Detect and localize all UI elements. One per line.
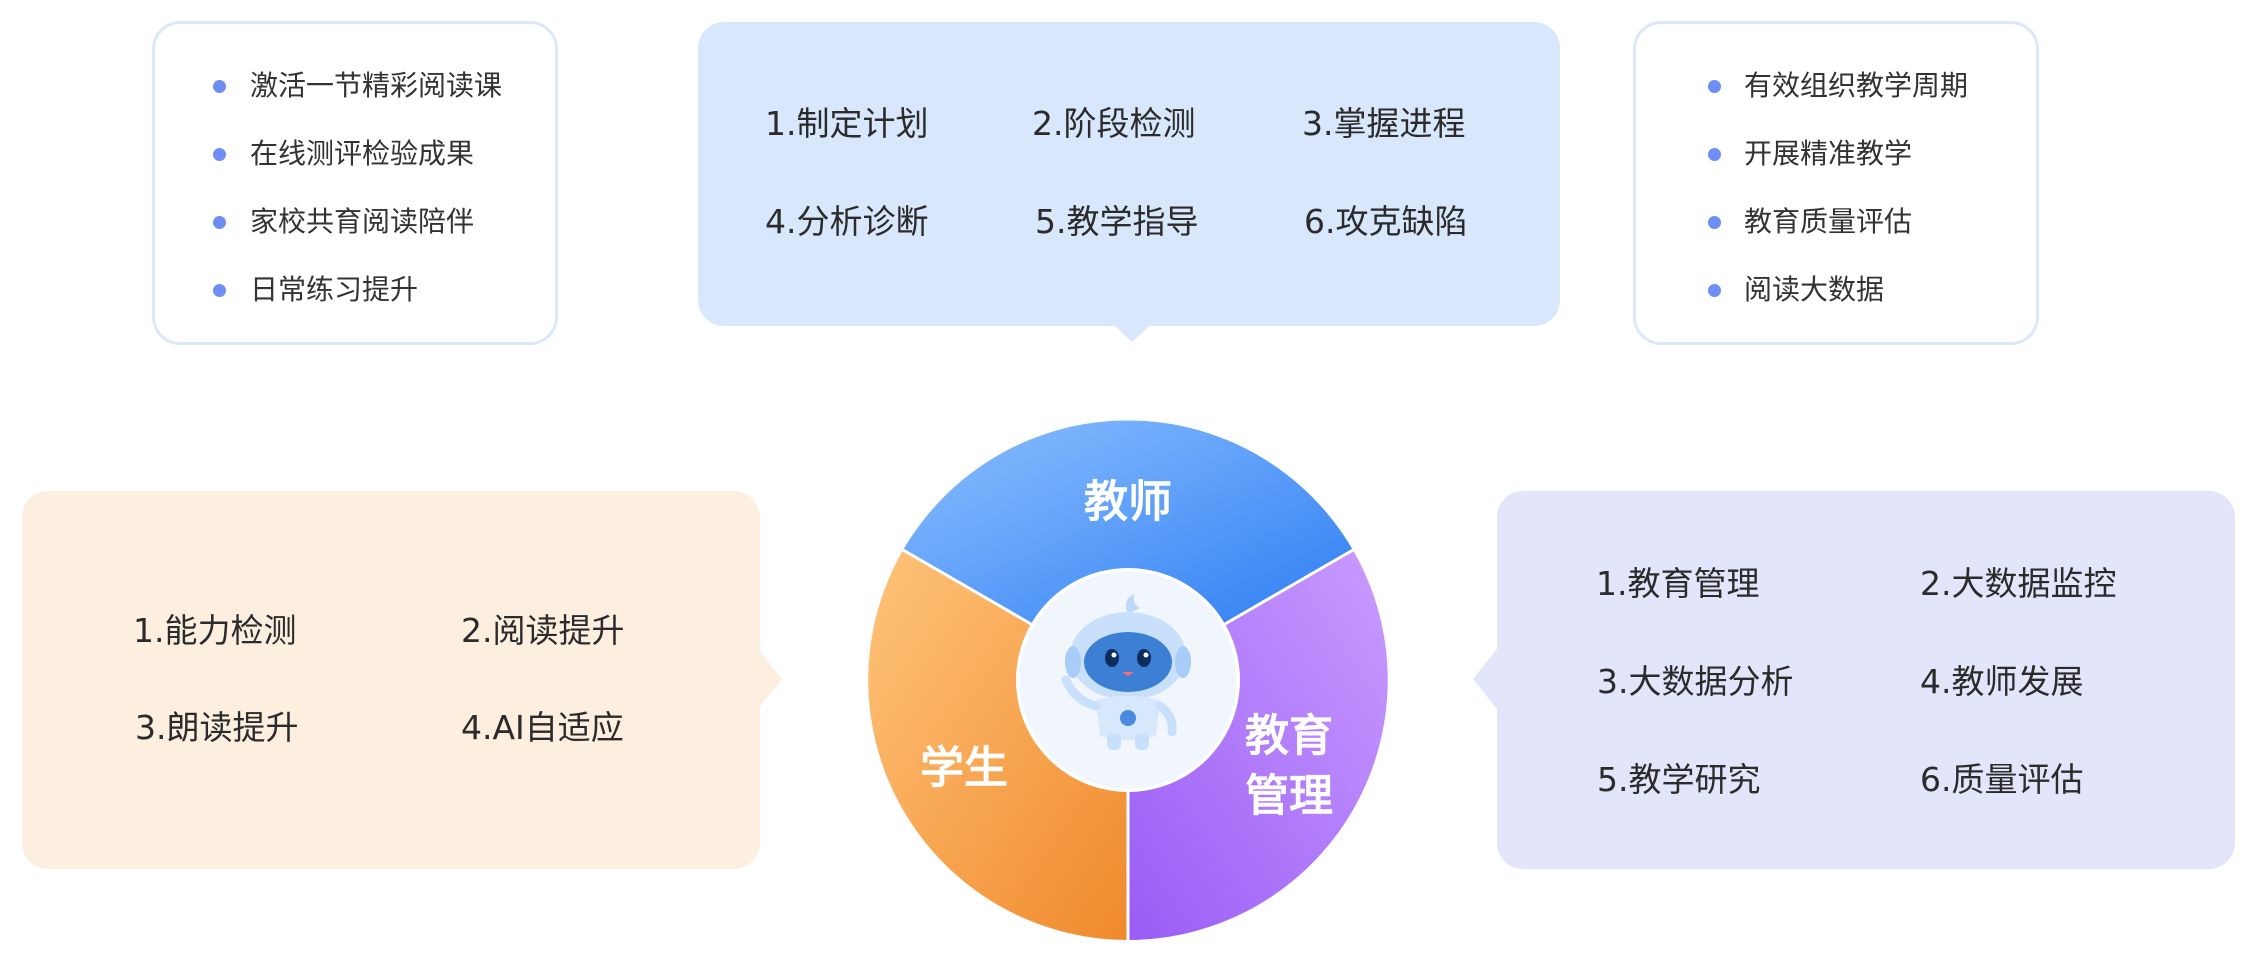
management-segment	[1128, 550, 1388, 940]
list-item: 在线测评检验成果	[155, 136, 555, 204]
list-item: 激活一节精彩阅读课	[155, 68, 555, 136]
management-callout: 1.教育管理 2.大数据监控 3.大数据分析 4.教师发展 5.教学研究 6.质…	[1473, 491, 2235, 869]
management-item: 6.质量评估	[1920, 760, 2084, 799]
management-item: 2.大数据监控	[1920, 564, 2117, 603]
management-item: 1.教育管理	[1596, 564, 1760, 603]
bullet-dot-icon	[213, 80, 226, 93]
student-features-card: 激活一节精彩阅读课 在线测评检验成果 家校共育阅读陪伴 日常练习提升	[152, 21, 558, 345]
student-segment	[868, 550, 1128, 940]
teacher-item: 3.掌握进程	[1302, 104, 1466, 143]
teacher-segment	[903, 420, 1353, 624]
callout-pointer	[758, 649, 782, 709]
management-label-line1: 教育	[1245, 711, 1333, 762]
teacher-label: 教师	[1084, 477, 1172, 528]
segment-dividers	[902, 548, 1354, 940]
robot-mascot-icon	[1061, 594, 1191, 750]
management-features-card: 有效组织教学周期 开展精准教学 教育质量评估 阅读大数据	[1633, 21, 2039, 345]
student-item: 4.AI自适应	[461, 708, 624, 747]
bullet-dot-icon	[213, 148, 226, 161]
list-item: 家校共育阅读陪伴	[155, 204, 555, 272]
list-item: 阅读大数据	[1636, 272, 2036, 340]
list-item: 日常练习提升	[155, 272, 555, 340]
list-item-label: 家校共育阅读陪伴	[250, 205, 475, 238]
list-item-label: 日常练习提升	[250, 273, 419, 306]
student-item: 3.朗读提升	[135, 708, 299, 747]
bullet-dot-icon	[213, 216, 226, 229]
list-item-label: 教育质量评估	[1744, 205, 1913, 238]
student-features-list: 激活一节精彩阅读课 在线测评检验成果 家校共育阅读陪伴 日常练习提升	[155, 24, 555, 340]
list-item: 有效组织教学周期	[1636, 68, 2036, 136]
student-label: 学生	[920, 743, 1008, 794]
list-item-label: 有效组织教学周期	[1744, 69, 1969, 102]
teacher-item: 5.教学指导	[1035, 202, 1199, 241]
bullet-dot-icon	[213, 284, 226, 297]
bullet-dot-icon	[1708, 216, 1721, 229]
management-item: 3.大数据分析	[1597, 662, 1794, 701]
teacher-item: 2.阶段检测	[1032, 104, 1196, 143]
list-item: 开展精准教学	[1636, 136, 2036, 204]
student-item: 1.能力检测	[133, 611, 297, 650]
callout-pointer	[1100, 312, 1164, 342]
bullet-dot-icon	[1708, 80, 1721, 93]
student-item: 2.阅读提升	[461, 611, 625, 650]
bullet-dot-icon	[1708, 148, 1721, 161]
management-label-line2: 管理	[1245, 771, 1333, 822]
management-item: 4.教师发展	[1920, 662, 2084, 701]
student-callout: 1.能力检测 2.阅读提升 3.朗读提升 4.AI自适应	[22, 491, 782, 869]
role-wheel: 教师 学生 教育 管理	[868, 420, 1388, 940]
list-item-label: 激活一节精彩阅读课	[250, 69, 503, 102]
list-item: 教育质量评估	[1636, 204, 2036, 272]
teacher-item: 6.攻克缺陷	[1304, 202, 1468, 241]
teacher-item: 1.制定计划	[765, 104, 929, 143]
list-item-label: 在线测评检验成果	[250, 137, 475, 170]
list-item-label: 阅读大数据	[1744, 273, 1885, 306]
callout-pointer	[1473, 649, 1497, 709]
teacher-item: 4.分析诊断	[765, 202, 929, 241]
management-features-list: 有效组织教学周期 开展精准教学 教育质量评估 阅读大数据	[1636, 24, 2036, 340]
bullet-dot-icon	[1708, 284, 1721, 297]
management-item: 5.教学研究	[1597, 760, 1761, 799]
teacher-callout: 1.制定计划 2.阶段检测 3.掌握进程 4.分析诊断 5.教学指导 6.攻克缺…	[698, 22, 1560, 342]
list-item-label: 开展精准教学	[1744, 137, 1913, 170]
